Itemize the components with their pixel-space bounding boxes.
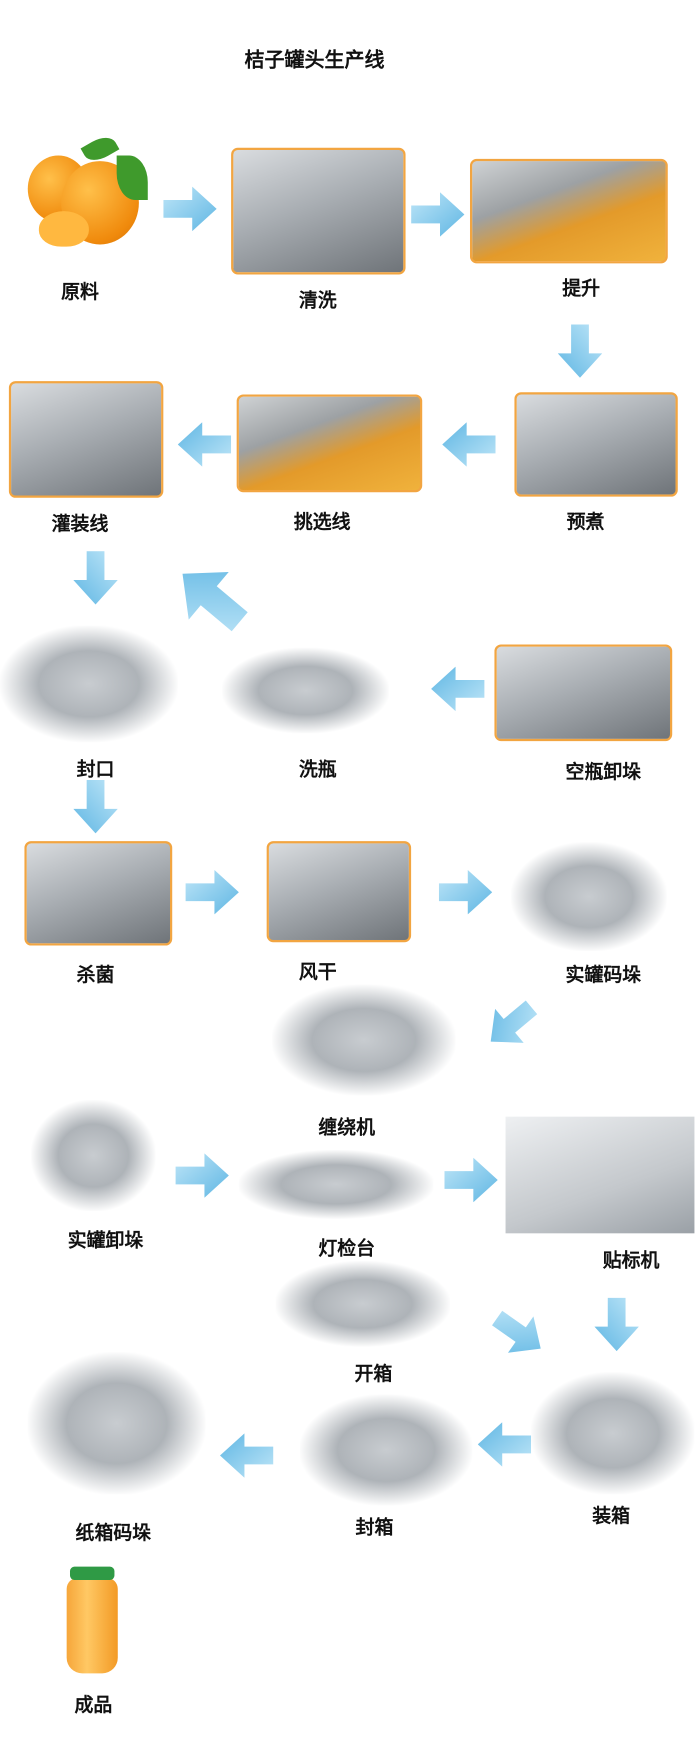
arrow-left-icon [442,422,495,466]
capping-machine-image [0,625,178,743]
case-packer-image [531,1372,695,1495]
step-label: 纸箱码垛 [75,1522,152,1545]
step-label: 实罐卸垛 [67,1229,144,1253]
arrow-right-icon [163,187,216,231]
step-label: 缠绕机 [318,1116,375,1139]
carton-erector-image [275,1261,450,1347]
step-label: 提升 [562,277,600,300]
step-label: 封箱 [355,1516,394,1539]
step-label: 洗瓶 [298,758,337,782]
step-label: 原料 [61,281,99,304]
page-title: 桔子罐头生产线 [244,48,385,73]
arrow-down-icon [73,551,117,604]
step-label: 封口 [76,758,115,782]
full-can-depalletizer-image [31,1099,156,1212]
stretch-wrapper-image [272,984,456,1096]
raw-oranges-image [22,131,155,250]
step-label: 成品 [74,1694,113,1717]
precooking-image [514,392,678,497]
arrow-right-icon [444,1158,497,1202]
step-label: 开箱 [354,1363,393,1386]
arrow-down-icon [594,1298,638,1351]
step-label: 装箱 [592,1505,630,1528]
washing-machine-image [231,147,406,275]
carton-palletizer-image [27,1352,206,1495]
step-label: 灯检台 [318,1237,375,1260]
arrow-right-icon [439,870,492,914]
sorting-line-image [236,394,423,493]
finished-jar-image [66,1566,118,1674]
sterilizer-image [24,841,173,946]
arrow-right-icon [411,192,464,236]
step-label: 灌装线 [51,513,109,536]
step-label: 挑选线 [293,511,351,534]
step-label: 实罐码垛 [565,964,642,987]
arrow-left-icon [431,667,484,711]
arrow-down-icon [558,324,602,377]
step-label: 贴标机 [602,1249,660,1273]
filling-line-image [8,381,164,498]
arrow-right-icon [186,870,239,914]
arrow-down-left-icon [476,990,545,1058]
bottle-washer-image [222,647,389,734]
arrow-down-right-icon [484,1300,553,1367]
labeling-machine-image [505,1116,695,1234]
empty-bottle-depalletizer-image [494,644,673,742]
full-can-palletizer-image [511,842,667,952]
arrow-right-icon [176,1153,229,1197]
light-inspection-table-image [238,1149,434,1219]
step-label: 杀菌 [76,964,115,987]
step-label: 预煮 [566,511,605,534]
step-label: 风干 [298,961,337,984]
arrow-down-icon [73,780,117,833]
case-sealer-image [299,1394,473,1506]
arrow-left-icon [478,1422,531,1466]
elevator-image [469,158,668,264]
step-label: 清洗 [298,289,337,313]
arrow-left-icon [220,1433,273,1477]
step-label: 空瓶卸垛 [565,761,642,784]
arrow-left-icon [178,422,231,466]
air-dryer-image [266,841,412,943]
